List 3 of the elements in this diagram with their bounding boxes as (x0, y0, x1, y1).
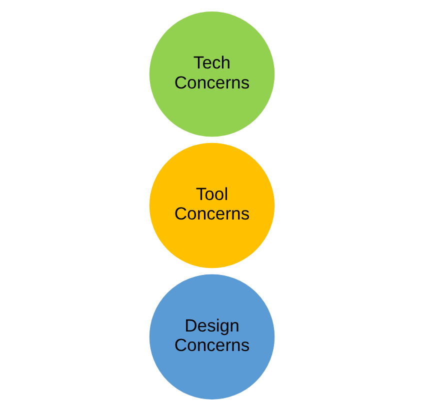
node-circle: Tool Concerns (148, 142, 276, 270)
node-circle: Tech Concerns (148, 10, 276, 138)
node-circle: Design Concerns (148, 272, 276, 401)
